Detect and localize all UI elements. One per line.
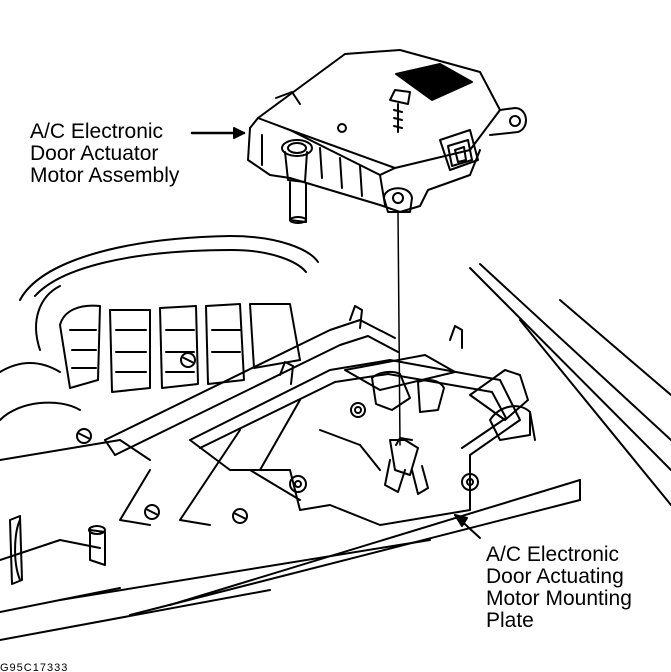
actuator-motor-assembly bbox=[247, 49, 527, 224]
door-case-cover bbox=[9, 305, 536, 585]
alignment-line bbox=[397, 211, 401, 446]
leader-lines bbox=[190, 127, 481, 539]
actuator-motor-label: A/C Electronic Door Actuator Motor Assem… bbox=[30, 120, 180, 187]
actuator-shaft-clip bbox=[384, 437, 429, 495]
figure-id: G95C17333 bbox=[0, 662, 69, 672]
hvac-housing bbox=[0, 235, 671, 641]
mounting-plate-label: A/C Electronic Door Actuating Motor Moun… bbox=[486, 543, 632, 632]
